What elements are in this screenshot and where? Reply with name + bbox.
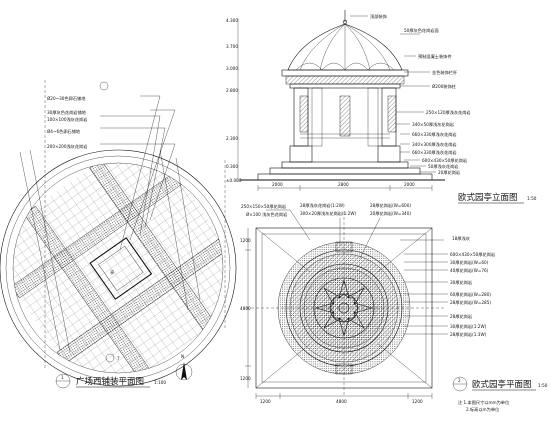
plan-top-callout-3: 28厚花岗岩(W=600) [370, 202, 411, 209]
plaza-callouts: Ø20~30色卵石铺地 30厚灰色花岗岩铺地 100×100浅灰花岗岩 Ø4~6… [47, 95, 176, 251]
elev-callout-12: 50厚浅灰花岗岩 [428, 163, 458, 170]
elev-callout-5: Ø200装饰柱 [432, 83, 457, 90]
elev-callout-8: 660×330厚浅灰花岗岩 [412, 131, 457, 138]
plan-right-callout-2: 600×430×50厚花岗岩 [450, 251, 495, 258]
level-5: 2.300 [226, 136, 238, 141]
plaza-inner-circle [5, 155, 231, 381]
pavilion-center-label: 亭 [110, 269, 114, 275]
elevation-callouts: 顶部装饰 50厚灰色花岗岩面 预制混凝土装饰件 金色装饰栏杆 Ø200装饰柱 2… [350, 13, 471, 176]
level-3: 3.000 [226, 66, 238, 71]
plan-left-callout-1: 250×150×50厚花岗岩 [241, 203, 286, 210]
side-dim-1: 1200 [240, 238, 251, 243]
pavilion-plan: 1200 4800 1200 1200 4800 1200 250×150×50… [240, 202, 548, 413]
elevation-title: 欧式园亭立面图 [458, 192, 518, 203]
plan-side-dimensions: 1200 4800 1200 [240, 228, 251, 388]
plan-right-callout-9: 30厚花岗岩(1:2W) [450, 323, 487, 330]
level-1: 4.300 [226, 18, 238, 23]
bottom-dim-1: 1200 [260, 399, 271, 404]
pavilion-footprint [89, 237, 153, 300]
elevation-dimensions: 2000 2800 2000 [257, 182, 433, 191]
plinth-left [289, 145, 313, 163]
panel-right [387, 95, 397, 133]
side-dim-2: 4800 [240, 306, 251, 311]
plan-left-callout-2: Ø×100 浅灰色花岗岩 [246, 211, 287, 218]
plan-top-callout-1: 28厚浅灰花岗岩(1:2W) [300, 202, 345, 209]
note-2: 2.标高以m为单位 [466, 406, 499, 413]
plan-right-callout-10: 28厚花岗岩(1:3W) [450, 331, 487, 338]
side-dim-3: 1200 [240, 376, 251, 381]
pavilion-plan-scale: 1:50 [538, 383, 548, 388]
pavilion-plan-title: 欧式园亭平面图 [472, 379, 532, 390]
index-mark-circle [99, 81, 109, 91]
plaza-plan-scale: 1:100 [154, 380, 166, 385]
plan-right-callout-5: 30厚花岗岩 [450, 279, 472, 286]
panel-left [299, 95, 309, 133]
entablature [285, 75, 405, 85]
plan-bottom-dimensions: 1200 4800 1200 [255, 393, 433, 404]
level-2: 3.700 [226, 44, 238, 49]
plaza-callout-3: 100×100浅灰花岗岩 [47, 116, 87, 123]
cornice [281, 69, 409, 77]
plaza-plan-title-block: 1 广场西铺装平面图 1:100 [55, 373, 166, 389]
plaza-callout-5: 200×200浅灰花岗岩 [47, 143, 87, 150]
elev-dim-1: 2000 [272, 182, 283, 187]
bottom-dim-2: 4800 [336, 399, 347, 404]
plan-top-callout-4: 20厚花岗岩(W=340) [370, 210, 411, 217]
elev-callout-9: 340×300厚浅灰花岗岩 [412, 141, 457, 148]
center-rosette [314, 278, 374, 338]
elev-callout-1: 顶部装饰 [370, 13, 387, 20]
bottom-dim-3: 1200 [412, 399, 423, 404]
plaza-plan-title: 广场西铺装平面图 [76, 376, 144, 387]
elevation-scale: 1:50 [527, 196, 537, 201]
plaza-plan-index: 1 [61, 375, 64, 380]
elev-callout-4: 金色装饰栏杆 [432, 69, 458, 76]
pavilion-plan-title-block: 2 欧式园亭平面图 1:50 [452, 376, 548, 392]
elev-callout-13: 20厚花岗岩 [438, 169, 460, 176]
elev-callout-6: 250×120厚浅灰花岗岩 [426, 109, 471, 116]
plaza-callout-2: 30厚灰色花岗岩铺地 [47, 109, 87, 116]
elev-callout-11: 600×430×50厚花岗岩 [422, 157, 467, 164]
north-index-mark [105, 353, 115, 363]
plaza-paving-plan: 亭 Ø20~30色卵石铺地 30厚灰色花岗岩铺地 100×100浅灰花岗岩 Ø4… [0, 80, 237, 389]
plan-right-callout-4: 40厚花岗岩(W=76) [450, 267, 489, 274]
elev-callout-7: 340×50厚浅灰花岗岩 [412, 121, 454, 128]
elevation-title-block: 欧式园亭立面图 1:50 [458, 192, 537, 204]
plan-top-callout-2: 300×20厚浅灰花岗岩(1:2W) [300, 210, 356, 217]
plan-top-callouts: 250×150×50厚花岗岩 Ø×100 浅灰色花岗岩 28厚浅灰花岗岩(1:2… [241, 202, 411, 259]
plan-right-callout-1: 18厚浅灰 [452, 235, 470, 242]
elev-dim-3: 2000 [404, 182, 415, 187]
plaza-outer-circle [0, 149, 237, 387]
plan-right-callout-6: 60厚花岗岩(W=280) [450, 291, 491, 298]
plaza-callout-4: Ø4~6色卵石铺地 [47, 128, 81, 135]
plan-right-callout-3: 30厚花岗岩(W=60) [450, 259, 489, 266]
north-arrow-icon: N [175, 354, 193, 381]
elev-callout-10: 660×330厚浅灰花岗岩 [412, 149, 457, 156]
plaza-callout-1: Ø20~30色卵石铺地 [47, 95, 86, 102]
step-3 [257, 173, 433, 181]
pavilion-plan-index: 2 [458, 378, 461, 383]
level-7: ±0.000 [226, 178, 242, 183]
step-1 [281, 161, 409, 169]
plan-right-callouts: 18厚浅灰 600×430×50厚花岗岩 30厚花岗岩(W=60) 40厚花岗岩… [400, 235, 495, 338]
note-1: 注 1.本图尺寸以mm为单位 [458, 399, 509, 406]
elevation-levels: 4.300 3.700 3.000 2.800 2.300 0.300 ±0.0… [226, 18, 242, 183]
level-6: 0.300 [226, 164, 238, 169]
north-index-number: 7 [117, 356, 120, 361]
pavilion-elevation: 4.300 3.700 3.000 2.800 2.300 0.300 ±0.0… [226, 10, 537, 204]
elev-callout-2: 50厚灰色花岗岩面 [404, 27, 439, 34]
elev-callout-3: 预制混凝土装饰件 [418, 53, 452, 60]
elev-dim-2: 2800 [338, 182, 349, 187]
paving-grid: 亭 [13, 163, 223, 373]
step-2 [269, 167, 421, 175]
north-label: N [181, 354, 184, 359]
plinth-right [377, 145, 401, 163]
dome-roof [287, 23, 403, 71]
plan-right-callout-8: 28厚花岗岩 [450, 313, 472, 320]
panel-center [339, 95, 351, 137]
level-4: 2.800 [226, 88, 238, 93]
plan-right-callout-7: 28厚花岗岩(W=285) [450, 299, 491, 306]
